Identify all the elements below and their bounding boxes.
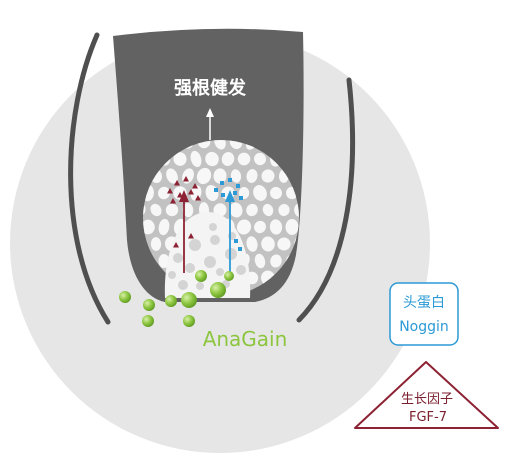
matrix-cell	[246, 203, 258, 217]
anagain-label: AnaGain	[203, 327, 288, 351]
fgf-marker	[188, 233, 194, 239]
fgf-marker	[195, 195, 201, 201]
papilla-cell	[173, 253, 183, 263]
anagain-particle	[210, 282, 226, 298]
matrix-cell	[143, 219, 155, 235]
anagain-particles	[119, 270, 234, 327]
papilla-cell	[236, 265, 246, 275]
matrix-cell	[196, 167, 212, 185]
fgf-marker	[173, 242, 179, 248]
noggin-box-cn: 头蛋白	[403, 295, 445, 311]
noggin-marker	[234, 239, 238, 243]
papilla-cell	[210, 235, 220, 245]
fgf-signal-arrow	[179, 190, 189, 273]
fgf-triangle-markers	[167, 176, 201, 248]
matrix-cell	[165, 203, 179, 217]
papilla-cell	[225, 248, 237, 260]
matrix-cell	[230, 169, 242, 183]
papilla-cell	[178, 280, 188, 290]
matrix-cell	[254, 220, 266, 234]
matrix-cell	[277, 237, 291, 251]
matrix-cell	[269, 219, 283, 235]
fgf-marker	[192, 183, 198, 189]
noggin-box: 头蛋白 Noggin	[389, 282, 459, 346]
fgf-marker	[174, 180, 180, 186]
papilla-cell	[204, 256, 216, 268]
papilla-cell	[189, 239, 201, 251]
matrix-cell	[166, 168, 178, 184]
anagain-particle	[165, 295, 177, 307]
matrix-cell	[237, 152, 251, 166]
papilla-cell	[168, 271, 176, 279]
matrix-cell	[182, 202, 194, 218]
headline-text: 强根健发	[174, 77, 247, 99]
anagain-particle	[195, 270, 207, 282]
fgf-marker	[170, 198, 176, 204]
matrix-cell	[150, 203, 162, 217]
matrix-cell	[229, 140, 243, 150]
growth-up-arrow	[206, 108, 214, 140]
fgf-marker	[167, 188, 173, 194]
matrix-cell	[158, 186, 170, 200]
matrix-cell	[213, 168, 227, 184]
matrix-cell	[205, 151, 219, 167]
matrix-cell	[158, 253, 170, 269]
noggin-marker	[239, 196, 243, 200]
fgf-marker	[183, 176, 189, 182]
matrix-cell	[262, 203, 274, 217]
fgf-marker	[177, 192, 183, 198]
noggin-marker	[220, 181, 224, 185]
anagain-particle	[143, 299, 155, 311]
matrix-cell	[229, 202, 243, 218]
matrix-cell	[246, 236, 258, 252]
matrix-cell	[261, 169, 275, 183]
matrix-cell	[294, 203, 299, 217]
matrix-cell	[261, 236, 275, 252]
matrix-cell	[173, 152, 187, 166]
papilla-cell	[196, 282, 204, 290]
matrix-cell	[158, 218, 170, 236]
anagain-particle	[224, 271, 234, 281]
noggin-signal-arrow	[225, 190, 235, 273]
growth-factor-cn: 生长因子	[401, 392, 453, 407]
matrix-cell	[190, 150, 202, 168]
growth-factor-triangle: 生长因子 FGF-7	[354, 361, 499, 429]
matrix-cell	[197, 140, 211, 149]
noggin-marker	[238, 247, 242, 251]
anagain-particle	[119, 291, 131, 303]
noggin-marker	[236, 184, 240, 188]
matrix-cell	[278, 203, 290, 217]
matrix-cell	[285, 219, 299, 235]
fgf-marker	[188, 189, 194, 195]
matrix-cell	[254, 253, 266, 269]
matrix-cell	[150, 237, 162, 251]
papilla-cell	[216, 268, 224, 276]
growth-factor-en: FGF-7	[409, 410, 447, 425]
papilla-cell	[209, 223, 217, 231]
matrix-cell	[246, 169, 258, 183]
matrix-cell	[253, 185, 267, 201]
noggin-box-en: Noggin	[399, 319, 449, 335]
anagain-particle	[183, 315, 195, 327]
papilla-cell	[185, 263, 195, 273]
matrix-cell	[254, 152, 266, 166]
noggin-marker	[233, 191, 237, 195]
noggin-marker	[221, 193, 225, 197]
anagain-particle	[181, 292, 197, 308]
noggin-marker	[228, 178, 232, 182]
matrix-cell	[270, 254, 282, 268]
matrix-cell	[270, 186, 282, 200]
noggin-square-markers	[214, 178, 243, 251]
outer-sheath-left-line	[68, 32, 111, 325]
matrix-cell	[221, 152, 235, 166]
noggin-marker	[214, 188, 218, 192]
matrix-cell	[214, 140, 226, 150]
anagain-particle	[142, 315, 154, 327]
matrix-cell	[236, 219, 252, 235]
outer-sheath-right-line	[296, 77, 356, 323]
